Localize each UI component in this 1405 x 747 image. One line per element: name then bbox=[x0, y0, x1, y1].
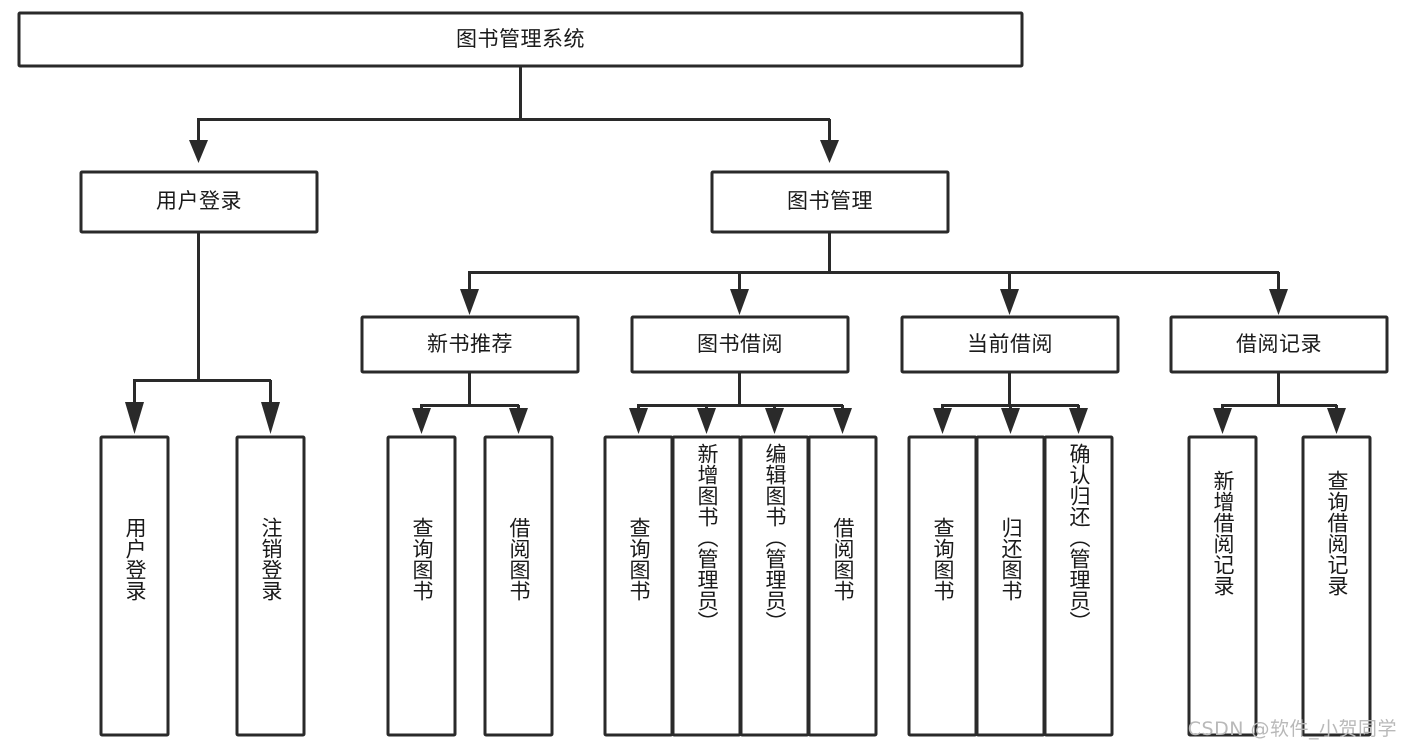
arrowhead-leaf-borrow-book-2 bbox=[833, 408, 852, 434]
node-book-borrow-box[interactable] bbox=[630, 315, 850, 374]
node-leaf-logout-login-box[interactable] bbox=[235, 435, 306, 737]
arrowhead-user-login bbox=[189, 140, 208, 163]
arrowhead-leaf-borrow-book-1 bbox=[509, 408, 528, 434]
node-leaf-borrow-book-1-box[interactable] bbox=[483, 435, 554, 737]
node-leaf-return-book-box[interactable] bbox=[975, 435, 1046, 737]
node-leaf-add-record-box[interactable] bbox=[1187, 435, 1258, 737]
node-leaf-user-login-box[interactable] bbox=[99, 435, 170, 737]
arrowhead-leaf-confirm-return bbox=[1069, 408, 1088, 434]
arrowhead-leaf-query-book-1 bbox=[412, 408, 431, 434]
node-borrow-record-box[interactable] bbox=[1169, 315, 1389, 374]
node-leaf-query-book-3-box[interactable] bbox=[907, 435, 978, 737]
node-current-borrow-box[interactable] bbox=[900, 315, 1120, 374]
arrowhead-book-manage bbox=[820, 140, 839, 163]
arrowhead-leaf-return-book bbox=[1001, 408, 1020, 434]
arrowhead-leaf-query-record bbox=[1327, 408, 1346, 434]
node-leaf-borrow-book-2-box[interactable] bbox=[807, 435, 878, 737]
arrowhead-leaf-query-book-3 bbox=[933, 408, 952, 434]
node-leaf-confirm-return-box[interactable] bbox=[1043, 435, 1114, 737]
arrowhead-new-book-recommend bbox=[460, 289, 479, 315]
arrowhead-leaf-logout-login bbox=[261, 402, 280, 434]
node-new-book-recommend-box[interactable] bbox=[360, 315, 580, 374]
node-leaf-query-book-2-box[interactable] bbox=[603, 435, 674, 737]
arrowhead-leaf-add-book bbox=[697, 408, 716, 434]
node-root-box[interactable] bbox=[17, 11, 1024, 68]
arrowhead-borrow-record bbox=[1269, 289, 1288, 315]
arrowhead-leaf-query-book-2 bbox=[629, 408, 648, 434]
node-leaf-edit-book-box[interactable] bbox=[739, 435, 810, 737]
arrowhead-book-borrow bbox=[730, 289, 749, 315]
node-leaf-query-record-box[interactable] bbox=[1301, 435, 1372, 737]
arrowhead-leaf-user-login bbox=[125, 402, 144, 434]
csdn-watermark: CSDN @软件_小贺同学 bbox=[1187, 718, 1397, 740]
node-leaf-query-book-1-box[interactable] bbox=[386, 435, 457, 737]
node-leaf-add-book-box[interactable] bbox=[671, 435, 742, 737]
arrowhead-leaf-add-record bbox=[1213, 408, 1232, 434]
arrowhead-leaf-edit-book bbox=[765, 408, 784, 434]
arrowhead-current-borrow bbox=[1000, 289, 1019, 315]
node-book-manage-box[interactable] bbox=[710, 170, 950, 234]
node-user-login-box[interactable] bbox=[79, 170, 319, 234]
